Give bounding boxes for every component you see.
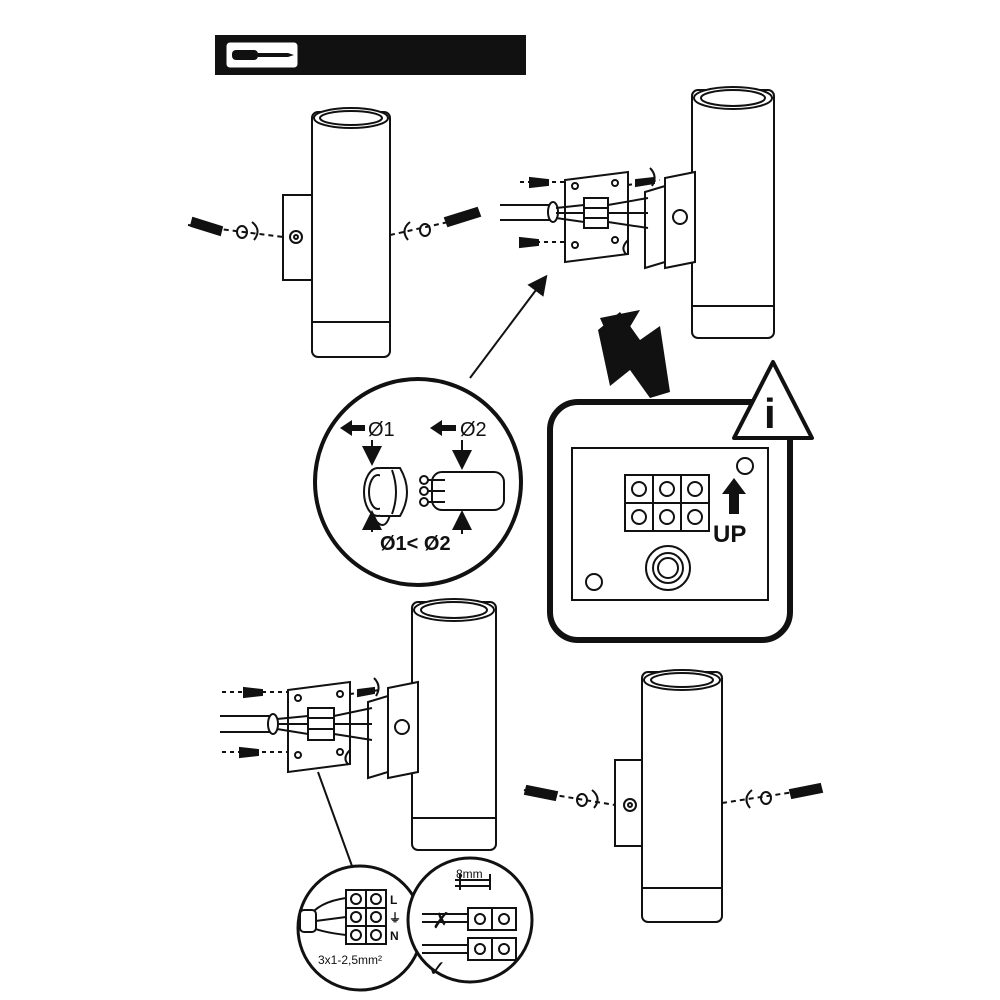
zoom-strip-length: 8mm ✗ ✓ <box>406 856 534 984</box>
label-strip-length: 8mm <box>456 867 483 881</box>
step-junction-exploded-top <box>500 86 775 339</box>
tool-badge <box>215 35 526 75</box>
label-up: UP <box>713 521 746 548</box>
screwdriver-icon <box>226 42 298 68</box>
label-earth: ⏚ <box>389 911 401 925</box>
wrong-mark: ✗ <box>432 908 450 933</box>
step-mount-screws-top-left <box>187 107 482 358</box>
warning-triangle-icon: i <box>732 360 814 440</box>
label-cable-spec: 3x1-2,5mm² <box>318 953 382 967</box>
label-d2: Ø2 <box>460 419 487 441</box>
up-arrow-icon <box>722 478 746 514</box>
zoom-terminal-wiring: L ⏚ N 3x1-2,5mm² <box>296 864 424 992</box>
label-diameter-compare: Ø1< Ø2 <box>380 533 451 555</box>
zoom-grommet-diameter: Ø1 Ø2 Ø1< Ø2 <box>313 377 523 587</box>
label-d1: Ø1 <box>368 419 395 441</box>
label-neutral: N <box>390 929 399 943</box>
label-info: i <box>764 390 776 437</box>
step-mount-screws-bottom-right <box>523 669 824 923</box>
info-panel-orientation: UP i <box>547 360 814 643</box>
label-live: L <box>390 893 397 907</box>
pointer-arrow-grommet <box>469 274 548 379</box>
right-mark: ✓ <box>428 956 446 981</box>
step-junction-wiring-bottom <box>220 598 497 867</box>
